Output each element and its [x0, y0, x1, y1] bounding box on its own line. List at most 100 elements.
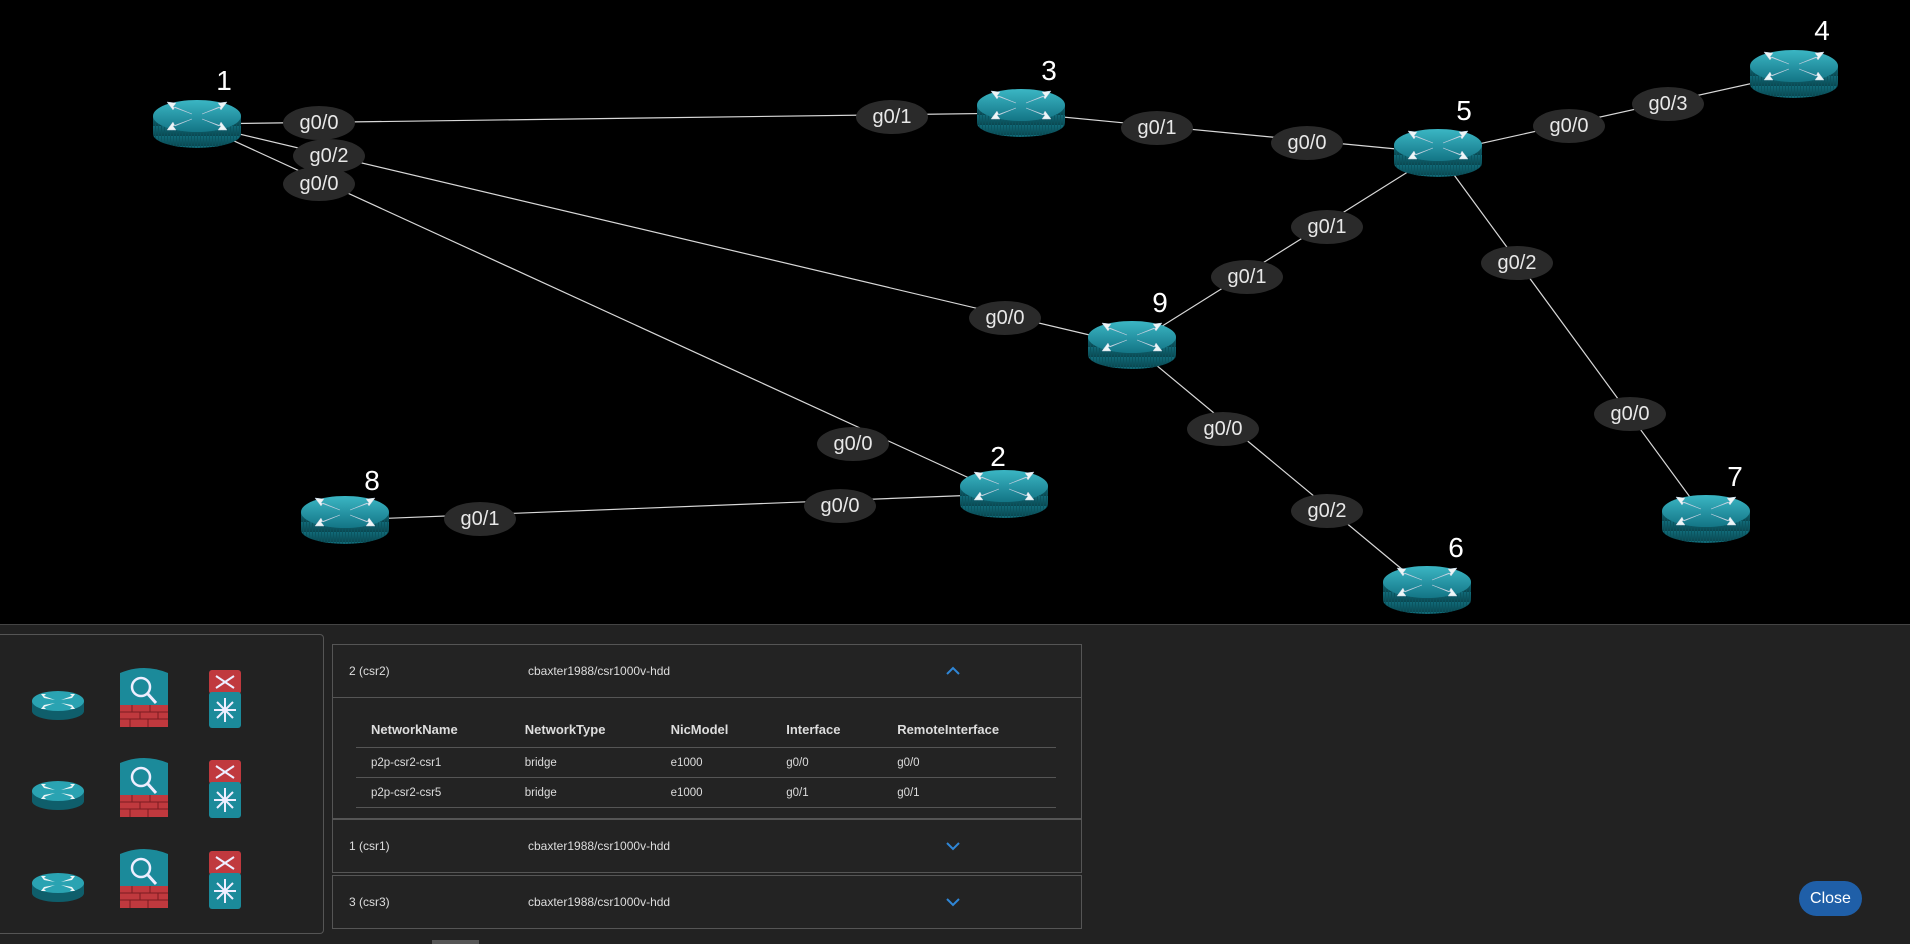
firewall-icon[interactable] [116, 665, 172, 731]
node-number-label: 2 [990, 441, 1006, 472]
switch-icon[interactable] [205, 756, 245, 822]
cell-network-name: p2p-csr2-csr5 [356, 777, 510, 808]
svg-text:g0/2: g0/2 [1498, 252, 1537, 274]
close-button[interactable]: Close [1799, 881, 1862, 916]
cell-network-type: bridge [509, 777, 656, 808]
interface-label[interactable]: g0/0 [969, 301, 1041, 335]
chevron-up-icon[interactable] [945, 663, 961, 679]
cell-nic-model: e1000 [655, 777, 772, 808]
interface-label[interactable]: g0/0 [1594, 397, 1666, 431]
router-node-7[interactable]: 7 [1661, 461, 1751, 544]
cell-interface: g0/1 [771, 777, 883, 808]
router-icon [976, 88, 1066, 138]
router-node-8[interactable]: 8 [300, 465, 390, 545]
interface-label[interactable]: g0/1 [1291, 210, 1363, 244]
svg-text:g0/1: g0/1 [1308, 216, 1347, 238]
link-5-7[interactable] [1437, 152, 1707, 520]
switch-icon[interactable] [205, 847, 245, 913]
router-icon [1087, 320, 1177, 370]
chevron-down-icon[interactable] [945, 838, 961, 854]
interface-label[interactable]: g0/3 [1632, 87, 1704, 121]
router-icon [1661, 494, 1751, 544]
interface-label[interactable]: g0/0 [804, 489, 876, 523]
router-node-1[interactable]: 1 [152, 65, 242, 149]
interface-table-container: NetworkName NetworkType NicModel Interfa… [333, 697, 1081, 818]
interface-label[interactable]: g0/1 [1211, 260, 1283, 294]
firewall-icon[interactable] [116, 755, 172, 821]
interface-label[interactable]: g0/0 [283, 106, 355, 140]
interface-label[interactable]: g0/1 [444, 502, 516, 536]
router-node-4[interactable]: 4 [1749, 15, 1839, 99]
node-number-label: 8 [364, 465, 380, 496]
node-number-label: 1 [216, 65, 232, 96]
svg-text:g0/3: g0/3 [1649, 93, 1688, 115]
interface-label[interactable]: g0/0 [1187, 412, 1259, 446]
svg-text:g0/1: g0/1 [873, 106, 912, 128]
node-item-header[interactable]: 1 (csr1) cbaxter1988/csr1000v-hdd [333, 820, 1081, 872]
link-9-6[interactable] [1131, 344, 1428, 591]
svg-text:g0/0: g0/0 [821, 495, 860, 517]
table-header-row: NetworkName NetworkType NicModel Interfa… [356, 712, 1056, 748]
node-number-label: 4 [1814, 15, 1830, 46]
router-node-2[interactable]: 2 [959, 441, 1049, 519]
link-2-8[interactable] [344, 493, 1005, 521]
svg-text:g0/1: g0/1 [461, 508, 500, 530]
link-3-5[interactable] [1020, 112, 1439, 154]
chevron-down-icon[interactable] [945, 894, 961, 910]
column-header: NetworkType [509, 712, 656, 748]
interface-label[interactable]: g0/2 [1291, 494, 1363, 528]
link-5-9[interactable] [1131, 152, 1439, 346]
router-node-5[interactable]: 5 [1393, 95, 1483, 178]
svg-text:g0/0: g0/0 [1550, 115, 1589, 137]
node-item-csr2[interactable]: 2 (csr2) cbaxter1988/csr1000v-hdd Networ… [332, 644, 1082, 819]
switch-icon[interactable] [205, 666, 245, 732]
horizontal-scrollbar-thumb[interactable] [432, 940, 479, 944]
interface-label[interactable]: g0/0 [283, 167, 355, 201]
svg-text:g0/0: g0/0 [1288, 132, 1327, 154]
router-node-6[interactable]: 6 [1382, 532, 1472, 615]
node-image: cbaxter1988/csr1000v-hdd [528, 664, 671, 678]
interface-label[interactable]: g0/2 [1481, 246, 1553, 280]
interface-label[interactable]: g0/0 [1271, 126, 1343, 160]
router-icon [152, 99, 242, 149]
svg-text:g0/0: g0/0 [1611, 403, 1650, 425]
router-icon[interactable] [30, 863, 86, 907]
node-number-label: 6 [1448, 532, 1464, 563]
svg-text:g0/1: g0/1 [1228, 266, 1267, 288]
node-name: 3 (csr3) [349, 895, 390, 909]
node-item-csr1[interactable]: 1 (csr1) cbaxter1988/csr1000v-hdd [332, 819, 1082, 873]
interface-label[interactable]: g0/0 [1533, 109, 1605, 143]
svg-text:g0/2: g0/2 [1308, 500, 1347, 522]
router-icon[interactable] [30, 771, 86, 815]
cell-interface: g0/0 [771, 747, 883, 778]
router-icon[interactable] [30, 681, 86, 725]
interface-label[interactable]: g0/2 [293, 139, 365, 173]
node-name: 1 (csr1) [349, 839, 390, 853]
interface-label[interactable]: g0/1 [1121, 111, 1193, 145]
cell-nic-model: e1000 [655, 747, 772, 778]
interface-table: NetworkName NetworkType NicModel Interfa… [356, 712, 1056, 808]
router-node-3[interactable]: 3 [976, 55, 1066, 138]
node-image: cbaxter1988/csr1000v-hdd [528, 839, 671, 853]
interface-label[interactable]: g0/0 [817, 427, 889, 461]
node-image: cbaxter1988/csr1000v-hdd [528, 895, 671, 909]
svg-text:g0/1: g0/1 [1138, 117, 1177, 139]
svg-text:g0/0: g0/0 [986, 307, 1025, 329]
router-icon [300, 495, 390, 545]
svg-text:g0/0: g0/0 [1204, 418, 1243, 440]
node-item-header[interactable]: 2 (csr2) cbaxter1988/csr1000v-hdd [333, 645, 1081, 697]
cell-network-name: p2p-csr2-csr1 [356, 747, 510, 778]
bottom-panel: 2 (csr2) cbaxter1988/csr1000v-hdd Networ… [0, 624, 1910, 944]
node-number-label: 3 [1041, 55, 1057, 86]
column-header: RemoteInterface [882, 712, 1056, 748]
node-item-header[interactable]: 3 (csr3) cbaxter1988/csr1000v-hdd [333, 876, 1081, 928]
firewall-icon[interactable] [116, 846, 172, 912]
interface-label[interactable]: g0/1 [856, 100, 928, 134]
link-5-4[interactable] [1437, 73, 1795, 154]
device-palette [0, 634, 324, 934]
router-node-9[interactable]: 9 [1087, 287, 1177, 370]
node-item-csr3[interactable]: 3 (csr3) cbaxter1988/csr1000v-hdd [332, 875, 1082, 929]
table-row: p2p-csr2-csr1 bridge e1000 g0/0 g0/0 [356, 747, 1056, 778]
